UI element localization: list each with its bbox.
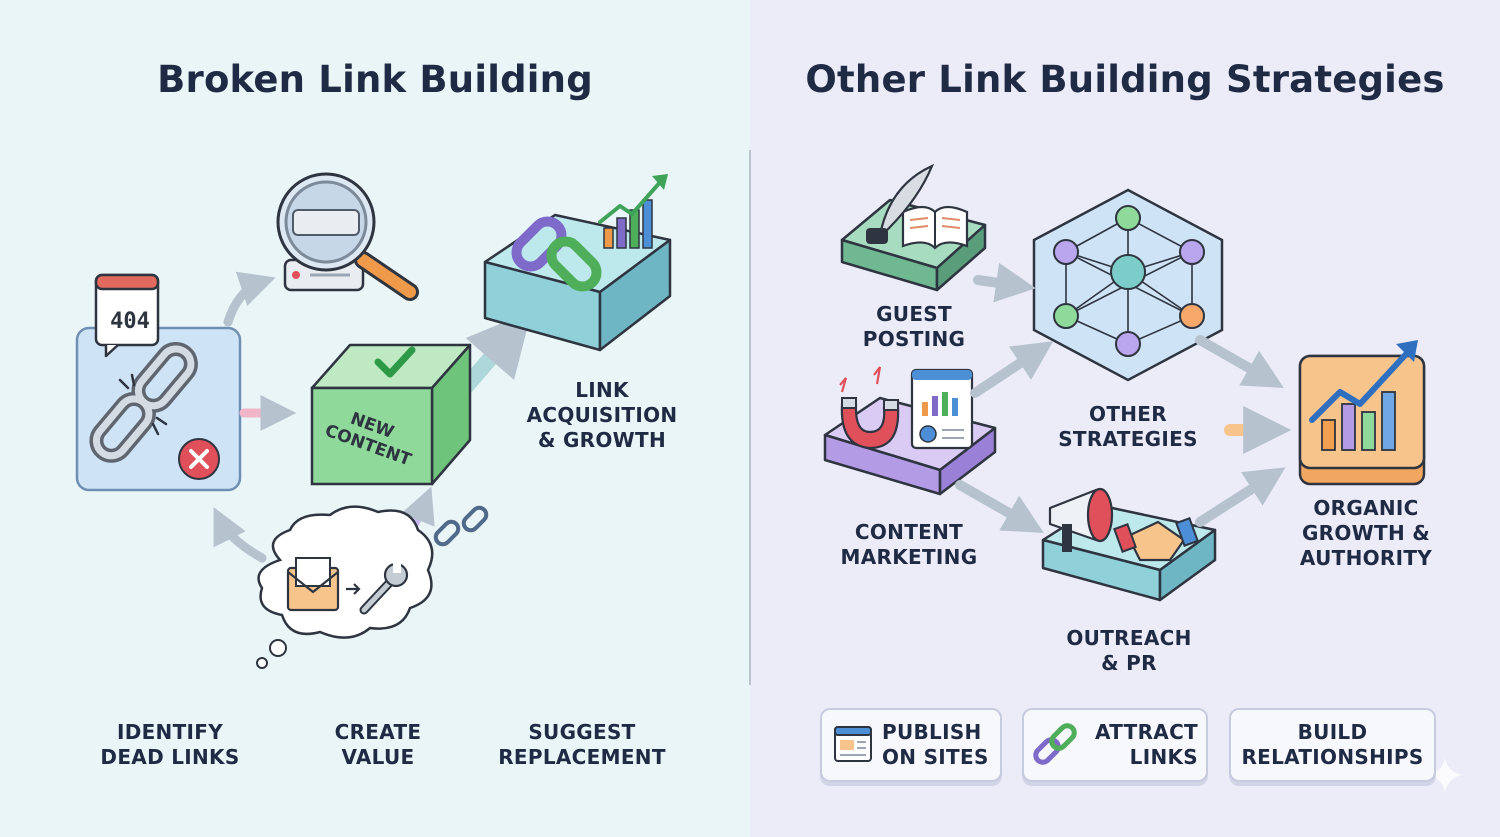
browser-window-icon (834, 726, 872, 762)
error-x-icon (178, 438, 220, 480)
label-guest-posting: GUEST POSTING (862, 302, 966, 351)
pill-build-relationships: BUILD RELATIONSHIPS (1229, 708, 1436, 782)
pill-label: PUBLISH ON SITES (882, 720, 989, 769)
magnet-icon (839, 366, 900, 450)
megaphone-icon (1048, 487, 1114, 552)
arrow-guest-to-network (973, 262, 1036, 303)
sparkle-icon (1428, 758, 1462, 792)
pill-label: BUILD RELATIONSHIPS (1241, 720, 1424, 769)
thought-cloud (256, 505, 434, 669)
label-content-marketing: CONTENT MARKETING (840, 520, 978, 569)
new-content-box (310, 343, 472, 486)
right-title: Other Link Building Strategies (805, 58, 1445, 101)
browser-404-icon (94, 273, 160, 358)
small-chain-icon (433, 505, 489, 547)
label-outreach-pr: OUTREACH & PR (1066, 626, 1192, 675)
report-document-icon (910, 368, 974, 450)
arrow-network-to-organic (1195, 335, 1284, 388)
handshake-icon (1113, 517, 1199, 562)
book-quill-icon (866, 163, 969, 250)
small-arrow-icon (346, 583, 361, 595)
strategy-network-hexagon (1032, 188, 1224, 382)
label-suggest-replacement: SUGGEST REPLACEMENT (498, 720, 666, 769)
growth-chart-icon (598, 174, 668, 249)
arrow-content-to-outreach (955, 480, 1044, 533)
label-link-acquisition: LINK ACQUISITION & GROWTH (526, 378, 678, 452)
envelope-icon (286, 557, 340, 612)
arrow-back-to-identify (213, 507, 267, 563)
chain-link-icon (1033, 723, 1077, 765)
pill-label: ATTRACT LINKS (1095, 720, 1198, 769)
error-code-text: 404 (110, 309, 150, 334)
content-marketing-tile (823, 396, 997, 496)
pill-attract-links: ATTRACT LINKS (1022, 708, 1208, 782)
arrow-outreach-to-organic (1195, 467, 1286, 527)
label-other-strategies: OTHER STRATEGIES (1058, 402, 1198, 451)
arrow-content-to-network (970, 341, 1054, 398)
label-identify-dead-links: IDENTIFY DEAD LINKS (100, 720, 240, 769)
label-organic-growth: ORGANIC GROWTH & AUTHORITY (1299, 496, 1433, 570)
organic-growth-tile (1298, 340, 1426, 486)
server-magnifier-icon (276, 172, 419, 301)
label-create-value: CREATE VALUE (334, 720, 422, 769)
pill-publish-on-sites: PUBLISH ON SITES (820, 708, 1002, 782)
arrow-to-search (223, 271, 276, 327)
left-title: Broken Link Building (157, 58, 593, 101)
panel-divider (749, 150, 751, 685)
acquisition-platform (483, 213, 672, 352)
wrench-icon (359, 562, 409, 615)
